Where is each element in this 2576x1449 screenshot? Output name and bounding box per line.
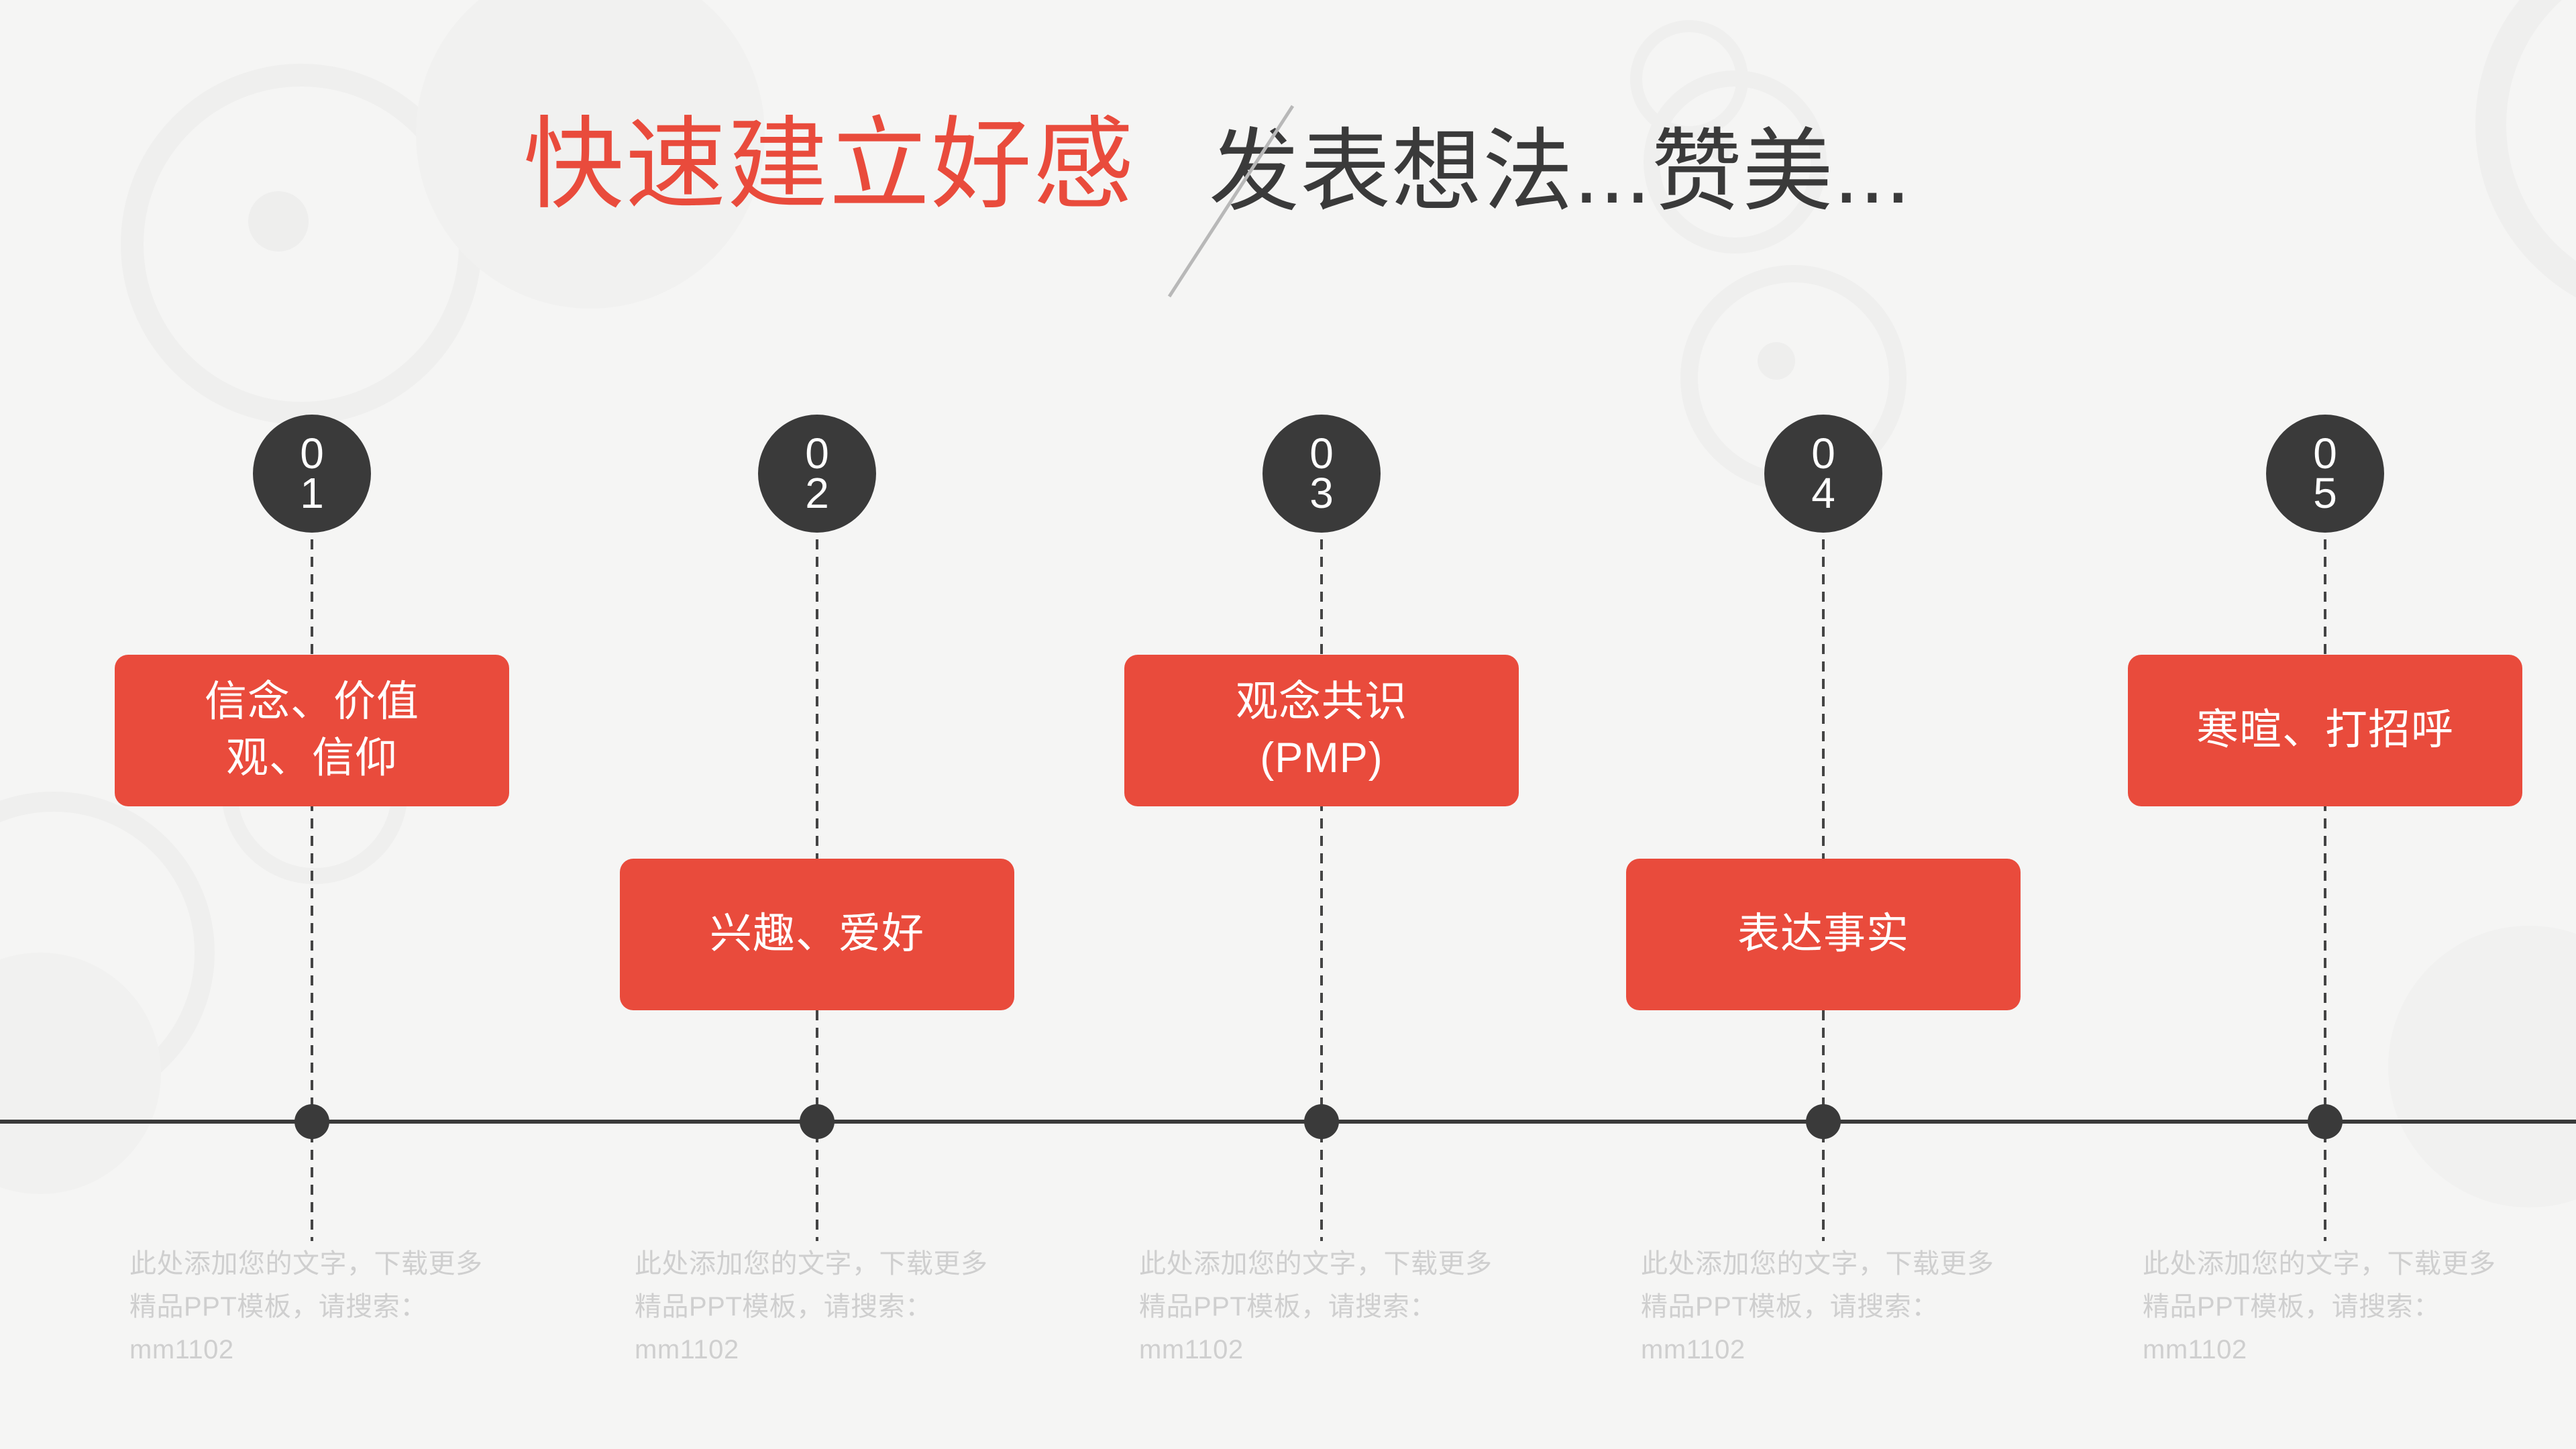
step-number-top: 0 bbox=[1309, 429, 1334, 478]
step-caption-4: 此处添加您的文字，下载更多精品PPT模板，请搜索：mm1102 bbox=[1641, 1249, 1994, 1364]
title-secondary: 发表想法...赞美... bbox=[1209, 121, 1912, 222]
step-label-box-2[interactable]: 兴趣、爱好 bbox=[620, 859, 1014, 1010]
connector-line bbox=[2324, 470, 2326, 1241]
step-label-text: 表达事实 bbox=[1737, 910, 1909, 958]
step-number-bottom: 1 bbox=[300, 469, 324, 517]
step-caption-1: 此处添加您的文字，下载更多精品PPT模板，请搜索：mm1102 bbox=[129, 1249, 483, 1364]
step-label-text: 兴趣、爱好 bbox=[710, 910, 924, 958]
step-number-top: 0 bbox=[300, 429, 324, 478]
timeline-marker-dot-4 bbox=[1806, 1104, 1841, 1139]
step-label-text: 寒暄、打招呼 bbox=[2196, 706, 2454, 754]
step-caption-3: 此处添加您的文字，下载更多精品PPT模板，请搜索：mm1102 bbox=[1139, 1249, 1493, 1364]
decorative-blob bbox=[2388, 926, 2576, 1208]
step-number-badge-3[interactable]: 0 3 bbox=[1263, 415, 1381, 533]
step-number-badge-5[interactable]: 0 5 bbox=[2266, 415, 2384, 533]
step-number-top: 0 bbox=[1811, 429, 1835, 478]
step-label-text: 观念共识 (PMP) bbox=[1236, 678, 1407, 782]
step-caption-2: 此处添加您的文字，下载更多精品PPT模板，请搜索：mm1102 bbox=[635, 1249, 988, 1364]
step-number-bottom: 5 bbox=[2313, 469, 2337, 517]
decorative-ring-dot bbox=[1758, 342, 1795, 380]
step-label-text: 信念、价值 观、信仰 bbox=[205, 678, 419, 782]
step-number-bottom: 2 bbox=[805, 469, 829, 517]
step-label-box-4[interactable]: 表达事实 bbox=[1626, 859, 2021, 1010]
step-number-top: 0 bbox=[805, 429, 829, 478]
decorative-blob bbox=[0, 953, 161, 1194]
step-number-badge-1[interactable]: 0 1 bbox=[253, 415, 371, 533]
title-primary: 快速建立好感 bbox=[523, 108, 1136, 221]
step-label-box-5[interactable]: 寒暄、打招呼 bbox=[2128, 655, 2522, 806]
timeline-axis bbox=[0, 1120, 2576, 1124]
step-label-box-3[interactable]: 观念共识 (PMP) bbox=[1124, 655, 1519, 806]
timeline-marker-dot-1 bbox=[294, 1104, 329, 1139]
connector-line bbox=[1822, 470, 1825, 1241]
step-caption-5: 此处添加您的文字，下载更多精品PPT模板，请搜索：mm1102 bbox=[2143, 1249, 2496, 1364]
step-number-badge-2[interactable]: 0 2 bbox=[758, 415, 876, 533]
step-number-bottom: 4 bbox=[1811, 469, 1835, 517]
step-number-bottom: 3 bbox=[1309, 469, 1334, 517]
connector-line bbox=[1320, 470, 1323, 1241]
timeline-marker-dot-2 bbox=[800, 1104, 835, 1139]
step-number-top: 0 bbox=[2313, 429, 2337, 478]
step-number-badge-4[interactable]: 0 4 bbox=[1764, 415, 1882, 533]
decorative-ring bbox=[0, 792, 215, 1114]
title-separator-slash bbox=[1167, 105, 1295, 298]
connector-line bbox=[311, 470, 313, 1241]
timeline-marker-dot-5 bbox=[2308, 1104, 2343, 1139]
step-label-box-1[interactable]: 信念、价值 观、信仰 bbox=[115, 655, 509, 806]
connector-line bbox=[816, 470, 818, 1241]
timeline-marker-dot-3 bbox=[1304, 1104, 1339, 1139]
